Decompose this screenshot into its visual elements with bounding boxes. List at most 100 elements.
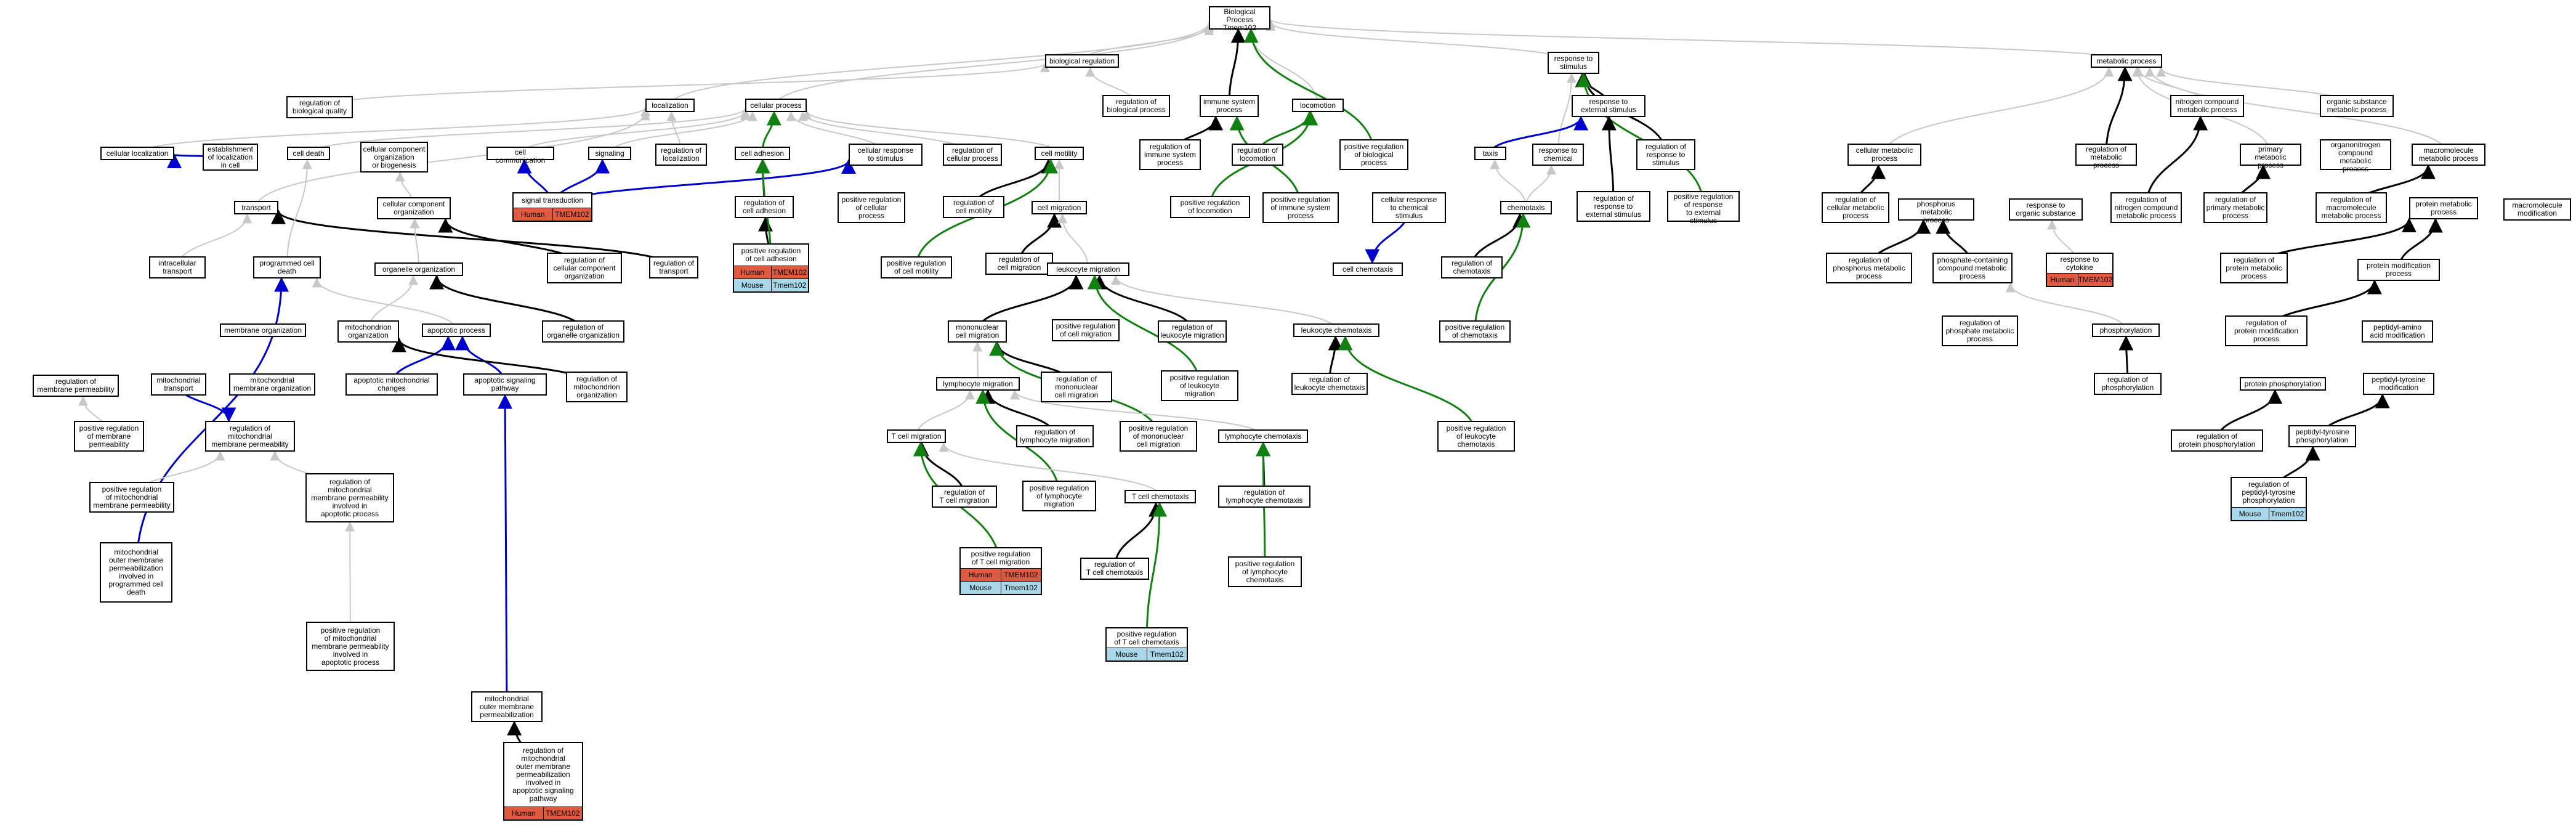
go-term-rcp[interactable]: regulation of cellular process (943, 144, 1002, 166)
go-term-prchemo[interactable]: positive regulation of chemotaxis (1439, 320, 1511, 343)
go-term-rmp[interactable]: regulation of metabolic process (2075, 144, 2137, 169)
go-term-prmncmig[interactable]: positive regulation of mononuclear cell … (1120, 421, 1197, 452)
go-term-osmp[interactable]: organic substance metabolic process (2320, 95, 2394, 117)
go-term-cadh[interactable]: cell adhesion (735, 147, 790, 160)
go-term-rprmod[interactable]: regulation of protein modification proce… (2225, 315, 2307, 346)
go-term-rcadh[interactable]: regulation of cell adhesion (735, 196, 794, 218)
go-term-oorg[interactable]: organelle organization (374, 262, 463, 276)
go-term-rts[interactable]: response to stimulus (1548, 52, 1599, 74)
go-term-rtc[interactable]: response to chemical (1532, 144, 1584, 166)
go-term-isp[interactable]: immune system process (1200, 95, 1259, 117)
go-term-pccmp[interactable]: phosphate-containing compound metabolic … (1932, 253, 2013, 283)
go-term-lymig[interactable]: lymphocyte migration (936, 377, 1020, 391)
go-term-rrtes[interactable]: regulation of response to external stimu… (1577, 191, 1650, 222)
go-term-phos[interactable]: phosphorylation (2092, 323, 2160, 337)
go-term-ccoob[interactable]: cellular component organization or bioge… (360, 142, 428, 173)
go-term-prtcchemo[interactable]: positive regulation of T cell chemotaxis… (1105, 627, 1188, 662)
go-term-rloc[interactable]: regulation of localization (655, 144, 707, 166)
go-term-rcmp[interactable]: regulation of cellular metabolic process (1822, 192, 1889, 223)
go-term-prcp[interactable]: positive regulation of cellular process (838, 192, 905, 223)
go-term-cp[interactable]: cellular process (745, 99, 807, 112)
go-term-lmig[interactable]: leukocyte migration (1047, 262, 1129, 276)
go-term-rmitorg[interactable]: regulation of mitochondrion organization (566, 372, 628, 402)
go-term-rmmp[interactable]: regulation of macromolecule metabolic pr… (2316, 192, 2387, 223)
go-term-tcchemo[interactable]: T cell chemotaxis (1124, 490, 1196, 503)
go-term-prlychemo[interactable]: positive regulation of lymphocyte chemot… (1228, 556, 1302, 587)
go-term-mittr[interactable]: mitochondrial transport (151, 373, 206, 396)
go-term-rphmp2[interactable]: regulation of phosphate metabolic proces… (1942, 315, 2018, 346)
go-term-momp_pcd[interactable]: mitochondrial outer membrane permeabiliz… (100, 542, 172, 603)
go-term-ccorg[interactable]: cellular component organization (377, 197, 451, 219)
go-term-rphos[interactable]: regulation of phosphorylation (2094, 373, 2162, 395)
go-term-prlocom[interactable]: positive regulation of locomotion (1170, 196, 1250, 218)
go-term-apop[interactable]: apoptotic process (422, 323, 491, 337)
go-term-ncmp[interactable]: nitrogen compound metabolic process (2170, 95, 2244, 117)
go-term-rtos[interactable]: response to organic substance (2009, 198, 2083, 221)
go-term-rbp[interactable]: regulation of biological process (1102, 95, 1170, 117)
go-term-rlchemo[interactable]: regulation of leukocyte chemotaxis (1291, 373, 1368, 395)
go-term-cmot[interactable]: cell motility (1035, 147, 1084, 160)
go-term-tcmig[interactable]: T cell migration (887, 429, 946, 443)
go-term-transport[interactable]: transport (234, 201, 278, 214)
go-term-rchemo[interactable]: regulation of chemotaxis (1441, 256, 1503, 278)
go-term-mp[interactable]: metabolic process (2091, 54, 2162, 68)
go-term-ccomm[interactable]: cell communication (487, 147, 554, 165)
go-term-rpmp[interactable]: regulation of primary metabolic process (2203, 192, 2267, 223)
go-term-bp[interactable]: Biological Process Tmem102 (1209, 6, 1270, 32)
go-term-chemo[interactable]: chemotaxis (1500, 201, 1552, 214)
go-term-rprphos[interactable]: regulation of protein phosphorylation (2171, 429, 2263, 452)
go-term-rbq[interactable]: regulation of biological quality (286, 96, 353, 118)
go-term-sig[interactable]: signaling (588, 147, 631, 160)
go-term-rcmot[interactable]: regulation of cell motility (943, 196, 1004, 218)
go-term-morg[interactable]: membrane organization (220, 323, 306, 337)
go-term-apmc[interactable]: apoptotic mitochondrial changes (345, 373, 438, 396)
go-term-rmemperm[interactable]: regulation of membrane permeability (33, 375, 119, 397)
go-term-cmp[interactable]: cellular metabolic process (1847, 144, 1921, 166)
go-term-mitmorg[interactable]: mitochondrial membrane organization (229, 373, 315, 396)
go-term-cloc[interactable]: cellular localization (100, 147, 174, 160)
go-term-locom[interactable]: locomotion (1292, 99, 1344, 112)
go-term-momp[interactable]: mitochondrial outer membrane permeabiliz… (471, 691, 543, 722)
go-term-rphmp[interactable]: regulation of phosphorus metabolic proce… (1826, 253, 1912, 283)
go-term-prphos[interactable]: protein phosphorylation (2240, 377, 2326, 391)
go-term-paamod[interactable]: peptidyl-amino acid modification (2362, 320, 2433, 343)
go-term-pcd[interactable]: programmed cell death (253, 256, 321, 278)
go-term-phmp[interactable]: phosphorus metabolic process (1898, 198, 1974, 224)
go-term-cchemo[interactable]: cell chemotaxis (1333, 262, 1403, 276)
go-term-lychemo[interactable]: lymphocyte chemotaxis (1218, 429, 1308, 443)
go-term-mmp[interactable]: macromolecule metabolic process (2412, 144, 2485, 166)
go-term-cdeath[interactable]: cell death (287, 147, 330, 160)
go-term-rrts[interactable]: regulation of response to stimulus (1636, 139, 1695, 170)
go-term-rccorg[interactable]: regulation of cellular component organiz… (547, 253, 622, 283)
go-term-ptmod[interactable]: peptidyl-tyrosine modification (2363, 373, 2434, 395)
go-term-rmncmig[interactable]: regulation of mononuclear cell migration (1041, 372, 1112, 402)
go-term-crs[interactable]: cellular response to stimulus (849, 144, 923, 166)
go-term-rcmig[interactable]: regulation of cell migration (985, 253, 1053, 275)
go-term-crcs[interactable]: cellular response to chemical stimulus (1372, 192, 1446, 223)
go-term-prlymig[interactable]: positive regulation of lymphocyte migrat… (1022, 481, 1096, 511)
go-term-oncmp[interactable]: organonitrogen compound metabolic proces… (2320, 139, 2391, 173)
go-term-rlychemo[interactable]: regulation of lymphocyte chemotaxis (1218, 486, 1310, 508)
go-term-mncmig[interactable]: mononuclear cell migration (948, 320, 1007, 343)
go-term-prlmig[interactable]: positive regulation of leukocyte migrati… (1161, 370, 1238, 401)
go-term-rtrans[interactable]: regulation of transport (649, 256, 698, 278)
go-term-prisp[interactable]: positive regulation of immune system pro… (1262, 192, 1339, 223)
go-term-prcmig[interactable]: positive regulation of cell migration (1052, 319, 1120, 341)
go-term-rlocom[interactable]: regulation of locomotion (1232, 144, 1283, 166)
go-term-prmitmpap[interactable]: positive regulation of mitochondrial mem… (306, 622, 395, 671)
go-term-ict[interactable]: intracellular transport (149, 256, 206, 278)
go-term-prmitmp[interactable]: positive regulation of mitochondrial mem… (89, 482, 174, 513)
go-term-prmp[interactable]: protein metabolic process (2409, 197, 2478, 219)
go-term-prrtes[interactable]: positive regulation of response to exter… (1667, 191, 1740, 225)
go-term-estl[interactable]: establishment of localization in cell (203, 144, 258, 171)
go-term-breg[interactable]: biological regulation (1045, 54, 1119, 68)
go-term-rlymig[interactable]: regulation of lymphocyte migration (1016, 425, 1094, 447)
go-term-lchemo[interactable]: leukocyte chemotaxis (1293, 323, 1379, 337)
go-term-prcmot[interactable]: positive regulation of cell motility (881, 256, 952, 278)
go-term-loc[interactable]: localization (645, 99, 695, 112)
go-term-prmemperm[interactable]: positive regulation of membrane permeabi… (74, 421, 144, 452)
go-term-rtcchemo[interactable]: regulation of T cell chemotaxis (1080, 558, 1149, 580)
